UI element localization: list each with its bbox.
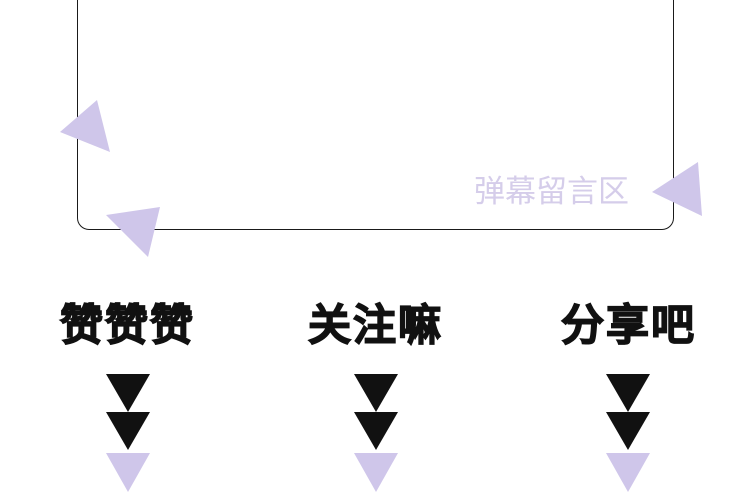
triangle-down-dark-icon [106, 412, 150, 450]
danmu-label: 弹幕留言区 [474, 174, 629, 210]
triangle-down-dark-icon [354, 374, 398, 412]
triangle-down-light-icon [606, 453, 650, 492]
triangle-down-light-icon [354, 453, 398, 492]
triangle-down-dark-icon [606, 374, 650, 412]
share-label: 分享吧 [560, 300, 696, 351]
like-arrow-stack [104, 374, 152, 494]
follow-arrow-stack [352, 374, 400, 494]
triangle-down-dark-icon [354, 412, 398, 450]
triangle-decoration-icon [106, 207, 160, 257]
follow-label: 关注嘛 [307, 300, 443, 351]
triangle-decoration-icon [652, 162, 702, 216]
triangle-decoration-icon [60, 100, 110, 152]
triangle-down-dark-icon [606, 412, 650, 450]
danmu-frame [77, 0, 674, 230]
triangle-down-dark-icon [106, 374, 150, 412]
share-arrow-stack [604, 374, 652, 494]
like-label: 赞赞赞 [59, 300, 195, 351]
triangle-down-light-icon [106, 453, 150, 492]
